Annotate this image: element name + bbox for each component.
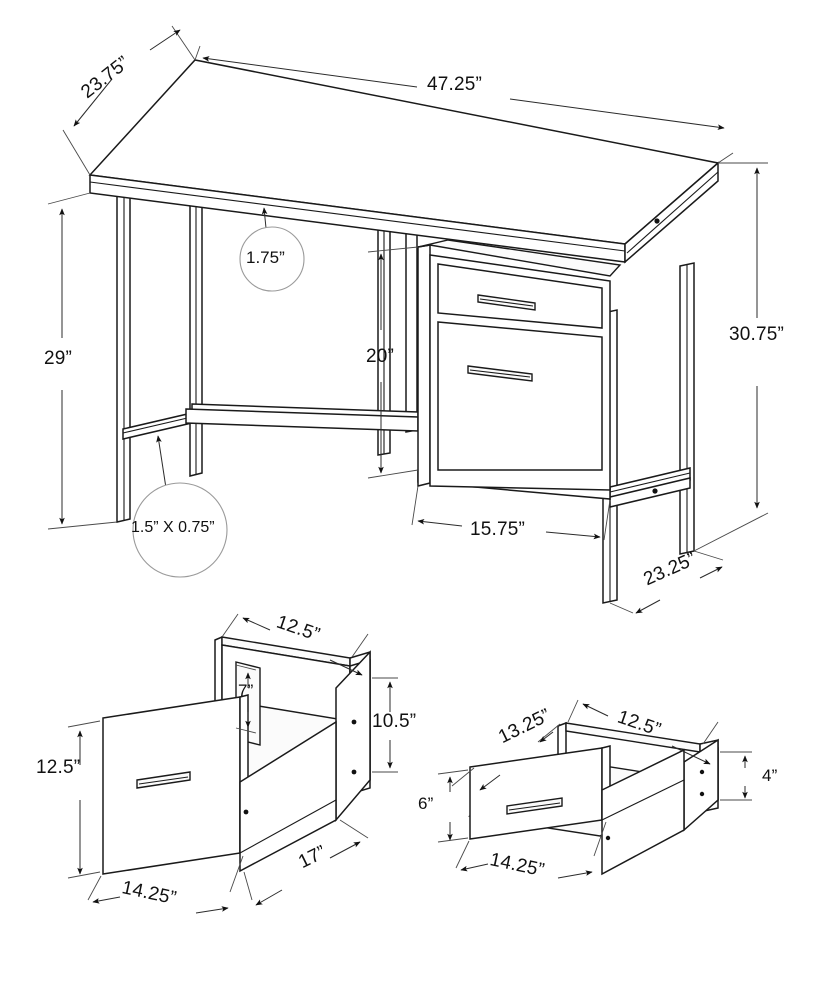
dim-label-fd-divider-7: 7” — [238, 681, 254, 700]
small-drawer-view — [467, 721, 719, 876]
leg-left-back — [189, 176, 203, 477]
dim-label-sd-front-height-6: 6” — [418, 794, 434, 813]
drawer-handle-lower — [467, 365, 533, 382]
dim-label-drawer-height-20: 20” — [366, 346, 395, 367]
drawer-handle-upper — [477, 294, 536, 311]
file-drawer-front — [102, 696, 241, 875]
main-desk-view — [88, 59, 720, 604]
dim-label-fd-front-height-12-5: 12.5” — [36, 757, 81, 778]
leg-left-front — [116, 192, 131, 523]
balloon-rail-profile — [132, 482, 228, 578]
small-drawer-dimensions — [437, 699, 752, 879]
dim-label-width-47-25: 47.25” — [427, 74, 483, 95]
dim-label-drawer-width-15-75: 15.75” — [470, 519, 526, 540]
rail-left-side — [122, 411, 197, 440]
main-desk-dimensions — [47, 25, 769, 614]
small-drawer-handle — [506, 797, 563, 815]
desk-drawer-front-lower — [437, 321, 603, 471]
file-drawer-dimensions — [67, 613, 398, 914]
rail-right-side-lower — [609, 477, 691, 508]
file-drawer-view — [102, 635, 371, 875]
dim-label-clearance-29: 29” — [44, 348, 73, 369]
screw-hole-right-rail — [652, 488, 658, 494]
dim-label-sd-side-height-4: 4” — [762, 766, 778, 785]
balloon-top-thickness — [239, 226, 305, 292]
drawer-cabinet — [417, 239, 622, 491]
balloon-label-rail-profile: 1.5” X 0.75” — [131, 519, 215, 536]
desk-top — [88, 59, 720, 264]
screw-hole-desk-top-right — [654, 218, 660, 224]
balloon-label-top-thickness: 1.75” — [246, 248, 285, 267]
desk-drawer-front-upper — [437, 263, 603, 329]
dim-label-fd-side-height-10-5: 10.5” — [372, 711, 417, 732]
dim-label-height-30-75: 30.75” — [729, 324, 785, 345]
leg-right-back — [679, 262, 695, 555]
file-drawer-handle — [136, 771, 191, 789]
